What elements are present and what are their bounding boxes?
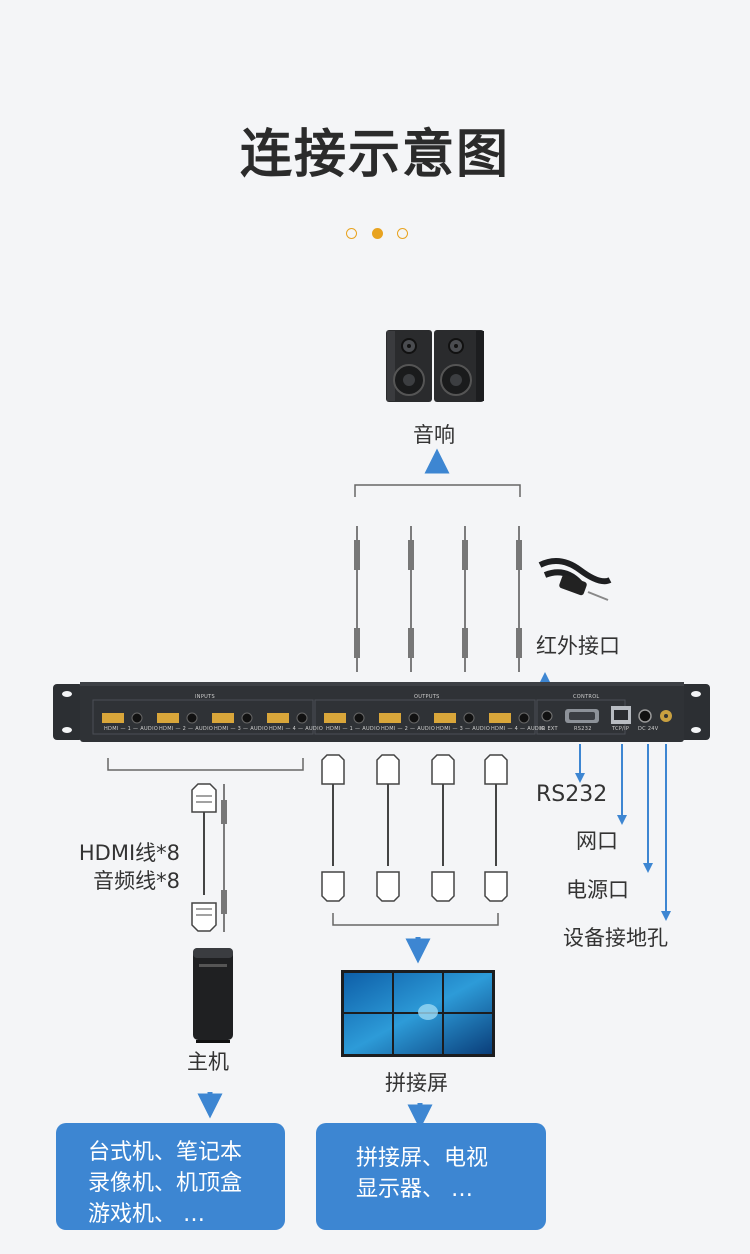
video-wall-icon [341, 970, 495, 1057]
network-label: 网口 [576, 829, 618, 853]
panel-dc-label: DC 24V [638, 726, 659, 732]
hdmi-cable-icon [321, 754, 508, 902]
panel-port-label: HDMI — 2 — AUDIO [381, 726, 436, 732]
carousel-dot[interactable] [346, 228, 357, 239]
panel-port-label: HDMI — 3 — AUDIO [436, 726, 491, 732]
bracket [332, 913, 499, 926]
hdmi-cable-icon [191, 783, 227, 932]
panel-outputs-label: OUTPUTS [414, 694, 440, 700]
sources-line: 录像机、机顶盒 [88, 1171, 243, 1196]
host-pc-icon [193, 948, 233, 1043]
displays-line: 显示器、 … [356, 1177, 473, 1202]
carousel-dots [346, 228, 410, 242]
host-label: 主机 [187, 1050, 229, 1074]
panel-port-label: HDMI — 4 — AUDIO [491, 726, 546, 732]
panel-port-label: HDMI — 1 — AUDIO [104, 726, 159, 732]
panel-port-label: HDMI — 3 — AUDIO [214, 726, 269, 732]
matrix-device [53, 682, 710, 742]
panel-ir-label: IR EXT [540, 726, 558, 732]
bracket [354, 484, 521, 497]
panel-control-label: CONTROL [573, 694, 600, 700]
sources-box: 台式机、笔记本 录像机、机顶盒 游戏机、 … [56, 1123, 285, 1230]
bracket [107, 758, 304, 771]
displays-line: 拼接屏、电视 [356, 1146, 489, 1171]
speaker-label: 音响 [413, 423, 455, 447]
panel-rs232-label: RS232 [574, 726, 592, 732]
page-title: 连接示意图 [239, 125, 510, 185]
control-arrows [575, 744, 671, 921]
panel-inputs-label: INPUTS [195, 694, 215, 700]
ground-label: 设备接地孔 [563, 926, 668, 950]
hdmi-cable-label: HDMI线*8 [78, 841, 180, 865]
speaker-icon [386, 330, 484, 402]
power-label: 电源口 [566, 878, 629, 902]
displays-box: 拼接屏、电视 显示器、 … [316, 1123, 546, 1230]
audio-cable-icon [354, 526, 522, 672]
panel-port-label: HDMI — 4 — AUDIO [269, 726, 324, 732]
audio-cable-label: 音频线*8 [93, 869, 180, 893]
ir-label: 红外接口 [536, 634, 620, 658]
carousel-dot-active[interactable] [372, 228, 383, 239]
ir-receiver-icon [538, 558, 612, 601]
panel-tcpip-label: TCP/IP [612, 726, 630, 732]
rs232-label: RS232 [536, 782, 608, 807]
carousel-dot[interactable] [397, 228, 408, 239]
sources-line: 游戏机、 … [88, 1202, 205, 1227]
video-wall-label: 拼接屏 [385, 1071, 448, 1095]
panel-port-label: HDMI — 2 — AUDIO [159, 726, 214, 732]
panel-port-label: HDMI — 1 — AUDIO [326, 726, 381, 732]
sources-line: 台式机、笔记本 [88, 1140, 243, 1165]
